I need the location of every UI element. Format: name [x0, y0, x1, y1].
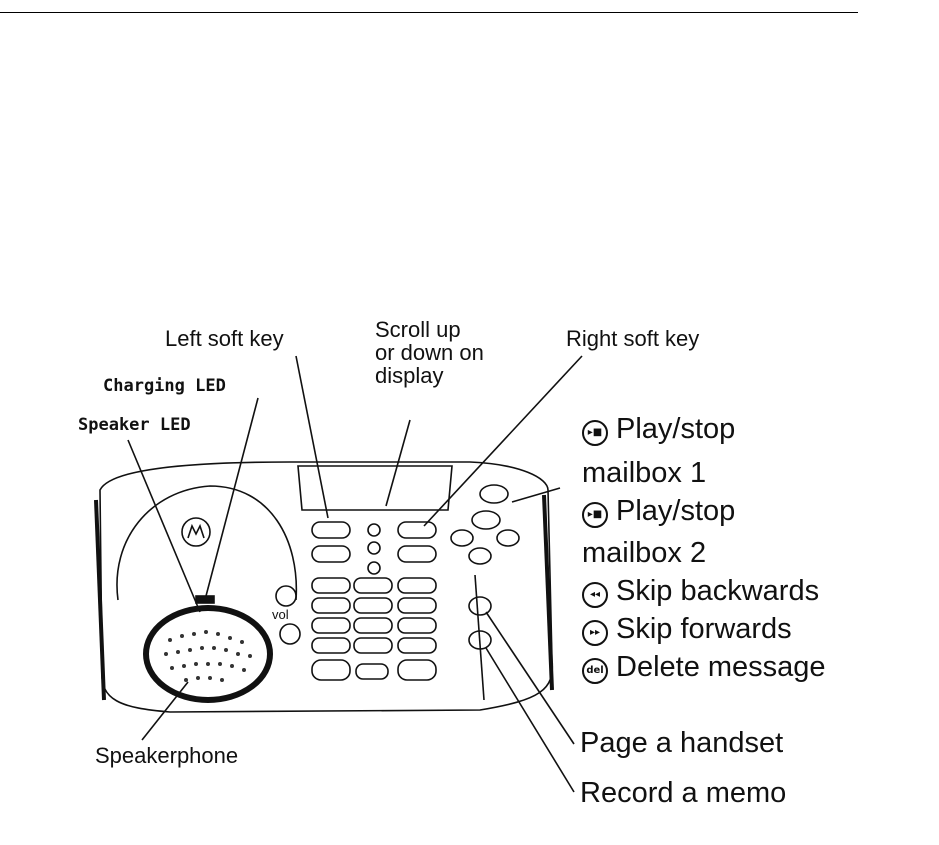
keypad: [312, 578, 436, 680]
key-text: Skip backwards: [616, 575, 819, 607]
key-mailbox-2: mailbox 2: [582, 538, 706, 568]
phone-body: [100, 462, 552, 712]
record-memo-label: Record a memo: [580, 778, 786, 808]
delete-key: [469, 548, 491, 564]
scroll-label-line1: Scroll up: [375, 318, 484, 341]
key-mailbox-1: mailbox 1: [582, 458, 706, 488]
left-soft-key: [312, 522, 350, 538]
key-play-stop-2: ▸■ Play/stop: [582, 496, 735, 528]
charging-led: [196, 596, 214, 603]
speaker-holes: [164, 630, 252, 682]
right-soft-key: [398, 522, 436, 538]
display: [298, 466, 452, 510]
play-stop-1-icon: ▸■: [582, 420, 608, 446]
vol-down: [280, 624, 300, 644]
charging-led-label: Charging LED: [103, 378, 226, 396]
right-soft-key-label: Right soft key: [566, 327, 699, 350]
key-skip-forward: ▸▸ Skip forwards: [582, 614, 792, 646]
handset-cradle: [117, 486, 296, 600]
play-stop-2-key: [472, 511, 500, 529]
speaker-led-label: Speaker LED: [78, 417, 191, 435]
skip-back-icon: ◂◂: [582, 582, 608, 608]
key-delete: del Delete message: [582, 652, 826, 684]
vol-up: [276, 586, 296, 606]
vol-label: vol: [272, 608, 289, 622]
scroll-label-line2: or down on: [375, 341, 484, 364]
play-stop-1-key: [480, 485, 508, 503]
page-handset-label: Page a handset: [580, 728, 783, 758]
key-play-stop-1: ▸■ Play/stop: [582, 414, 735, 446]
key-text: Play/stop: [616, 495, 735, 527]
speakerphone-label: Speakerphone: [95, 744, 238, 767]
key-text: Skip forwards: [616, 613, 792, 645]
delete-icon: del: [582, 658, 608, 684]
key-text: Play/stop: [616, 413, 735, 445]
skip-forward-icon: ▸▸: [582, 620, 608, 646]
scroll-label-line3: display: [375, 364, 484, 387]
page-key: [469, 597, 491, 615]
left-soft-key-label: Left soft key: [165, 327, 284, 350]
key-skip-back: ◂◂ Skip backwards: [582, 576, 819, 608]
key-text: Delete message: [616, 651, 826, 683]
play-stop-2-icon: ▸■: [582, 502, 608, 528]
scroll-label: Scroll up or down on display: [375, 318, 484, 387]
motorola-logo: [182, 518, 210, 546]
